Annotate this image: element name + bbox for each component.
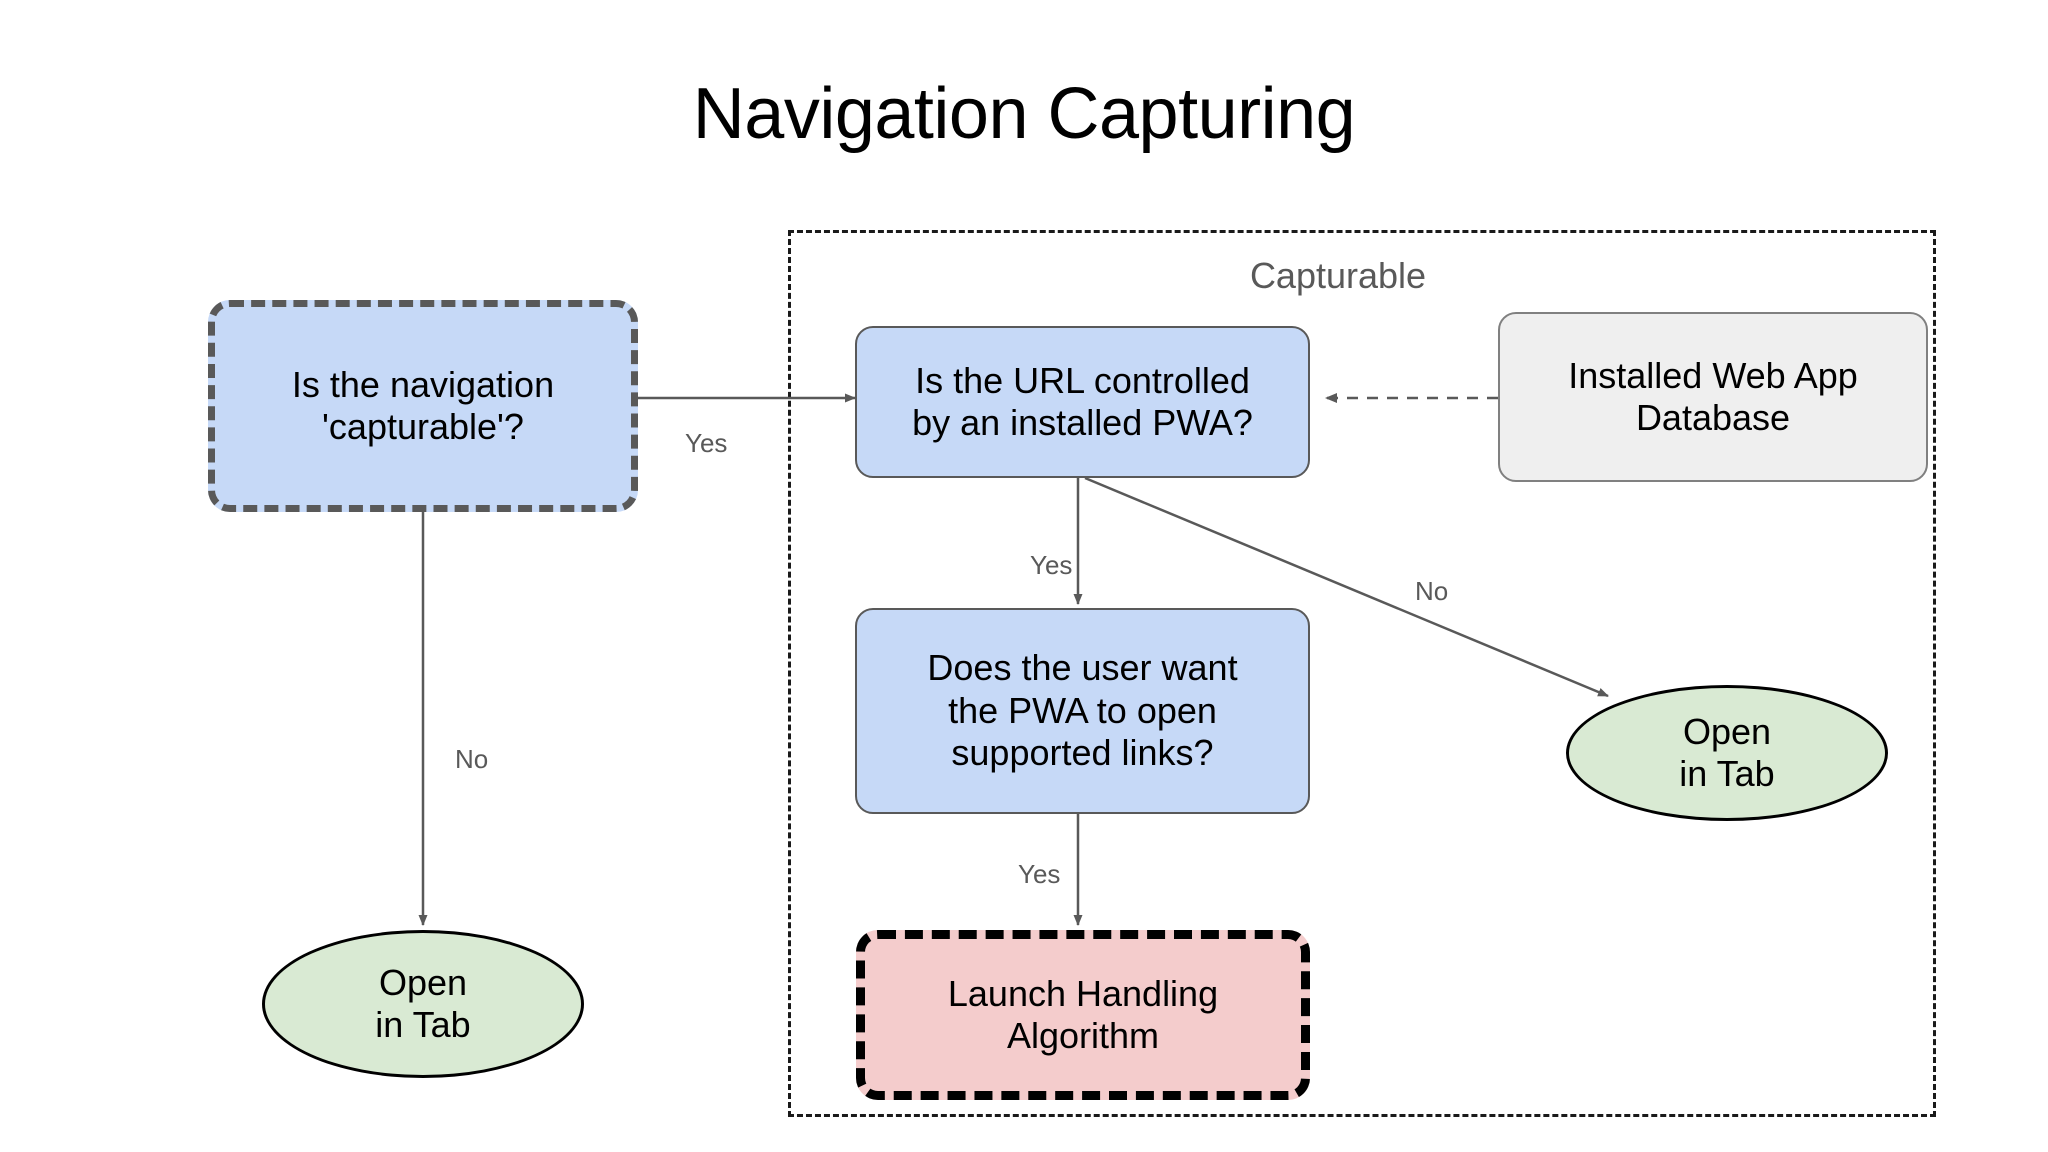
node-open-in-tab-left[interactable]: Open in Tab [262,930,584,1078]
node-launch-handling-algorithm-label: Launch Handling Algorithm [947,972,1219,1056]
node-installed-web-app-database-label: Installed Web App Database [1568,354,1858,438]
node-url-controlled-label: Is the URL controlled by an installed PW… [912,359,1253,443]
edge-label-capturable-yes: Yes [685,428,728,458]
edge-label-url-no: No [1415,576,1449,606]
node-is-capturable-label: Is the navigation 'capturable'? [291,363,555,447]
capturable-group-boundary [788,230,1936,1117]
node-user-wants-pwa[interactable]: Does the user want the PWA to open suppo… [855,608,1310,814]
node-url-controlled[interactable]: Is the URL controlled by an installed PW… [855,326,1310,478]
node-is-capturable[interactable]: Is the navigation 'capturable'? [208,300,638,512]
edge-label-url-yes: Yes [1030,550,1073,580]
edge-label-capturable-no: No [455,744,489,774]
node-open-in-tab-left-label: Open in Tab [375,961,471,1045]
node-open-in-tab-right[interactable]: Open in Tab [1566,685,1888,821]
node-open-in-tab-right-label: Open in Tab [1679,710,1775,794]
page-title: Navigation Capturing [692,74,1356,154]
node-user-wants-pwa-label: Does the user want the PWA to open suppo… [927,647,1238,774]
node-installed-web-app-database[interactable]: Installed Web App Database [1498,312,1928,482]
edge-label-user-yes: Yes [1018,859,1061,889]
capturable-group-label: Capturable [1249,255,1427,296]
node-launch-handling-algorithm[interactable]: Launch Handling Algorithm [856,930,1310,1100]
